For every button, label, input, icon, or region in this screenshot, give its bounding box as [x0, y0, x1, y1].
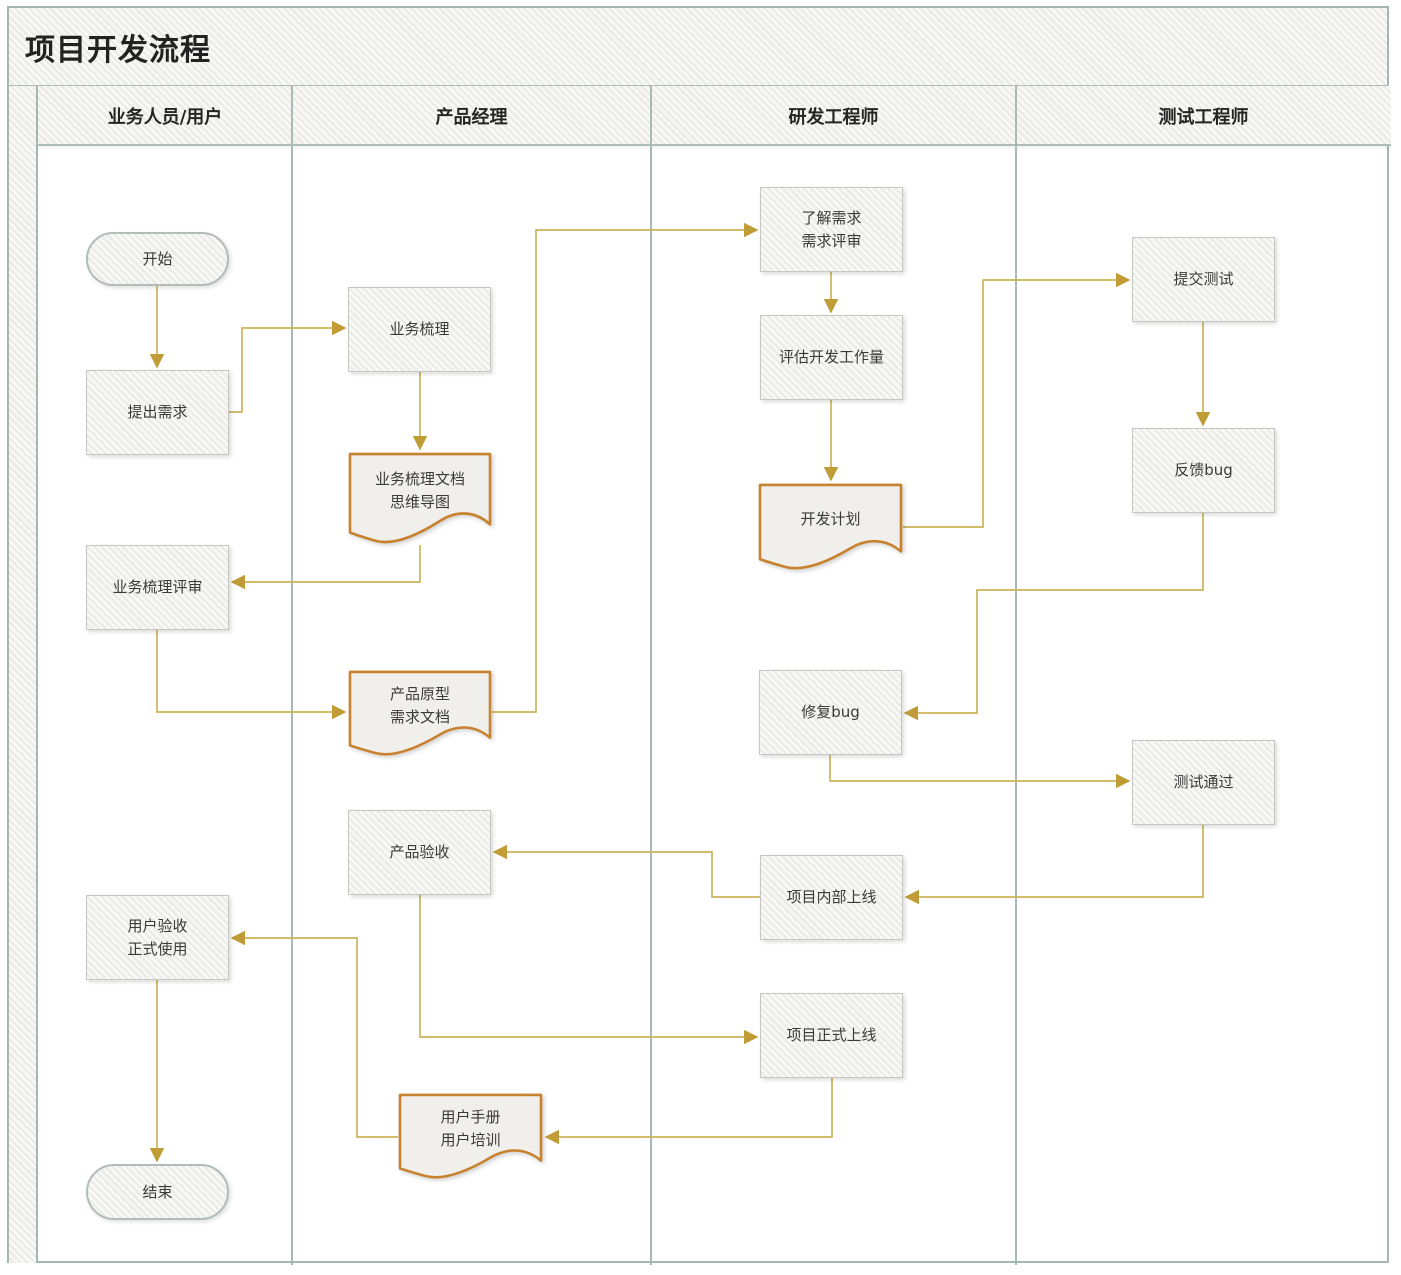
node-label: 项目内部上线 — [786, 888, 877, 907]
node-label: 结束 — [142, 1182, 173, 1201]
node-start[interactable]: 开始 — [86, 232, 229, 286]
node-label: 提出需求 — [127, 403, 188, 422]
node-user-manual[interactable]: 用户手册 用户培训 — [398, 1093, 543, 1180]
node-internal-launch[interactable]: 项目内部上线 — [760, 855, 903, 940]
node-product-accept[interactable]: 产品验收 — [348, 810, 491, 895]
node-test-pass[interactable]: 测试通过 — [1132, 740, 1275, 825]
node-label: 用户手册 用户培训 — [440, 1108, 501, 1149]
lane-header-test-engineer: 测试工程师 — [1016, 86, 1391, 145]
pool-left-bar — [7, 86, 38, 1263]
lane-header-label: 测试工程师 — [1158, 106, 1249, 128]
node-end[interactable]: 结束 — [86, 1164, 229, 1220]
node-business-review[interactable]: 业务梳理评审 — [86, 545, 229, 630]
node-user-accept[interactable]: 用户验收 正式使用 — [86, 895, 229, 980]
node-label: 反馈bug — [1174, 461, 1233, 480]
node-prototype-doc[interactable]: 产品原型 需求文档 — [348, 670, 492, 757]
node-fix-bug[interactable]: 修复bug — [759, 670, 902, 755]
node-label: 项目正式上线 — [786, 1026, 877, 1045]
lane-separator-2 — [650, 86, 652, 1265]
node-label: 产品验收 — [389, 843, 450, 862]
node-official-launch[interactable]: 项目正式上线 — [760, 993, 903, 1078]
node-label: 了解需求 需求评审 — [801, 209, 862, 250]
lane-separator-3 — [1015, 86, 1017, 1265]
lane-header-business-user: 业务人员/用户 — [38, 86, 292, 145]
node-label: 开发计划 — [800, 509, 861, 528]
node-business-sort[interactable]: 业务梳理 — [348, 287, 491, 372]
node-estimate-work[interactable]: 评估开发工作量 — [760, 315, 903, 400]
node-understand-req[interactable]: 了解需求 需求评审 — [760, 187, 903, 272]
lane-header-row: 业务人员/用户 产品经理 研发工程师 测试工程师 — [38, 86, 1391, 145]
node-label: 提交测试 — [1173, 270, 1234, 289]
document-shape — [758, 483, 903, 570]
node-feedback-bug[interactable]: 反馈bug — [1132, 428, 1275, 513]
lane-header-label: 产品经理 — [435, 106, 508, 128]
node-label: 业务梳理 — [389, 320, 450, 339]
pool-canvas — [7, 6, 1389, 1263]
document-shape — [398, 1093, 543, 1179]
node-business-doc[interactable]: 业务梳理文档 思维导图 — [348, 452, 492, 545]
lane-header-rd-engineer: 研发工程师 — [651, 86, 1016, 145]
node-label: 用户验收 正式使用 — [127, 917, 188, 958]
node-submit-test[interactable]: 提交测试 — [1132, 237, 1275, 322]
node-dev-plan[interactable]: 开发计划 — [758, 483, 903, 571]
node-label: 业务梳理文档 思维导图 — [374, 470, 465, 511]
node-label: 业务梳理评审 — [112, 578, 203, 597]
node-raise-requirement[interactable]: 提出需求 — [86, 370, 229, 455]
diagram-title: 项目开发流程 — [25, 32, 211, 68]
lane-header-divider — [37, 144, 1391, 146]
document-shape — [348, 670, 492, 756]
node-label: 产品原型 需求文档 — [389, 685, 450, 726]
lane-header-label: 业务人员/用户 — [107, 106, 223, 128]
document-shape — [348, 452, 492, 544]
pool-title-bar: 项目开发流程 — [7, 6, 1389, 86]
node-label: 评估开发工作量 — [778, 348, 884, 367]
lane-header-product-manager: 产品经理 — [292, 86, 651, 145]
node-label: 修复bug — [801, 703, 860, 722]
node-label: 开始 — [142, 249, 173, 268]
lane-separator-1 — [291, 86, 293, 1265]
node-label: 测试通过 — [1173, 773, 1234, 792]
lane-header-label: 研发工程师 — [788, 106, 879, 128]
